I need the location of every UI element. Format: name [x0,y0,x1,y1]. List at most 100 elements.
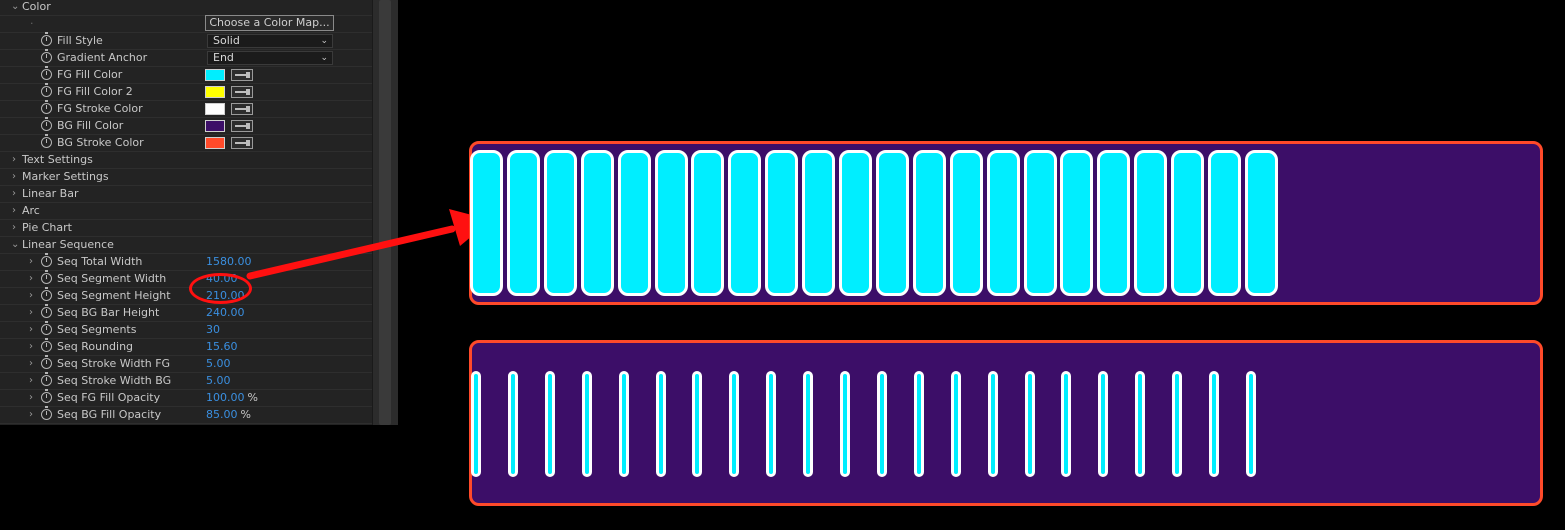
stopwatch-icon[interactable] [41,270,52,284]
stopwatch-icon[interactable] [41,355,52,369]
thin-segment [692,371,703,477]
panel-scrollbar[interactable] [372,0,398,425]
stopwatch-icon[interactable] [41,32,52,46]
thin-segment [876,371,887,477]
value-text[interactable]: 240.00 [206,306,245,319]
eyedropper-icon[interactable] [231,120,253,132]
chevron-right-icon[interactable]: › [29,307,33,318]
stopwatch-icon[interactable] [41,372,52,386]
dot-indicator: · [30,17,34,30]
group-pie-chart[interactable]: › Pie Chart [0,220,372,237]
scrollbar-thumb[interactable] [379,0,391,425]
chevron-right-icon[interactable]: › [12,222,16,233]
value-text[interactable]: 5.00 [206,374,231,387]
wide-segment [691,150,725,296]
thin-segment [1024,371,1035,477]
value-text[interactable]: 5.00 [206,357,231,370]
stopwatch-icon[interactable] [41,321,52,335]
value-text[interactable]: 1580.00 [206,255,252,268]
group-arc[interactable]: › Arc [0,203,372,220]
group-text-settings[interactable]: › Text Settings [0,152,372,169]
stopwatch-icon[interactable] [41,338,52,352]
chevron-right-icon[interactable]: › [12,171,16,182]
choose-color-map-button[interactable]: Choose a Color Map... [205,15,334,31]
eyedropper-icon[interactable] [231,137,253,149]
group-linear-sequence[interactable]: ⌄ Linear Sequence [0,237,372,254]
param-value[interactable]: 5.00 [206,356,231,372]
chevron-down-icon: ⌄ [320,36,328,46]
wide-segment [617,150,651,296]
thin-segment [1245,371,1256,477]
group-label: Linear Sequence [22,238,114,251]
eyedropper-icon[interactable] [231,103,253,115]
value-text[interactable]: 100.00 [206,391,245,404]
param-value[interactable]: 100.00% [206,390,258,406]
chevron-down-icon[interactable]: ⌄ [11,239,20,250]
effect-controls-panel: ⌄ Color · Choose a Color Map... Fill Sty… [0,0,398,425]
group-label: Pie Chart [22,221,72,234]
chevron-right-icon[interactable]: › [29,341,33,352]
thin-segment [913,371,924,477]
chevron-right-icon[interactable]: › [12,205,16,216]
wide-segment [765,150,799,296]
chevron-right-icon[interactable]: › [29,273,33,284]
param-value[interactable]: 240.00 [206,305,245,321]
chevron-right-icon[interactable]: › [29,409,33,420]
stopwatch-icon[interactable] [41,66,52,80]
chevron-right-icon[interactable]: › [29,358,33,369]
param-label: Seq Stroke Width FG [57,357,171,370]
chevron-right-icon[interactable]: › [12,154,16,165]
wide-segment [802,150,836,296]
wide-segment [1171,150,1205,296]
thin-segment [581,371,592,477]
chevron-right-icon[interactable]: › [29,290,33,301]
chevron-down-icon[interactable]: ⌄ [11,1,20,12]
chevron-right-icon[interactable]: › [29,392,33,403]
stopwatch-icon[interactable] [41,406,52,420]
param-value[interactable]: 30 [206,322,220,338]
chevron-right-icon[interactable]: › [29,375,33,386]
fill-style-dropdown[interactable]: Solid⌄ [207,34,333,48]
color-swatch[interactable] [205,120,225,132]
color-swatch[interactable] [205,69,225,81]
group-linear-bar[interactable]: › Linear Bar [0,186,372,203]
wide-segment [1097,150,1131,296]
param-value[interactable]: 1580.00 [206,254,252,270]
param-label: Fill Style [57,34,103,47]
group-color[interactable]: ⌄ Color [0,0,372,16]
eyedropper-icon[interactable] [231,86,253,98]
value-text[interactable]: 85.00 [206,408,238,421]
group-label: Text Settings [22,153,93,166]
param-value[interactable]: 15.60 [206,339,238,355]
stopwatch-icon[interactable] [41,134,52,148]
eyedropper-icon[interactable] [231,69,253,81]
group-label: Linear Bar [22,187,79,200]
color-swatch[interactable] [205,86,225,98]
param-label: FG Fill Color [57,68,123,81]
stopwatch-icon[interactable] [41,83,52,97]
stopwatch-icon[interactable] [41,304,52,318]
stopwatch-icon[interactable] [41,100,52,114]
param-value[interactable]: 85.00% [206,407,251,423]
stopwatch-icon[interactable] [41,287,52,301]
wide-segment [1208,150,1241,296]
value-text[interactable]: 15.60 [206,340,238,353]
stopwatch-icon[interactable] [41,389,52,403]
thin-segment [766,371,777,477]
thin-segment [729,371,740,477]
stopwatch-icon[interactable] [41,117,52,131]
color-swatch[interactable] [205,137,225,149]
param-value[interactable]: 5.00 [206,373,231,389]
param-label: Seq Segments [57,323,137,336]
chevron-right-icon[interactable]: › [29,256,33,267]
color-swatch[interactable] [205,103,225,115]
stopwatch-icon[interactable] [41,49,52,63]
chevron-right-icon[interactable]: › [12,188,16,199]
stopwatch-icon[interactable] [41,253,52,267]
chevron-right-icon[interactable]: › [29,324,33,335]
param-label: Seq Rounding [57,340,134,353]
gradient-anchor-dropdown[interactable]: End⌄ [207,51,333,65]
group-marker-settings[interactable]: › Marker Settings [0,169,372,186]
value-text[interactable]: 30 [206,323,220,336]
